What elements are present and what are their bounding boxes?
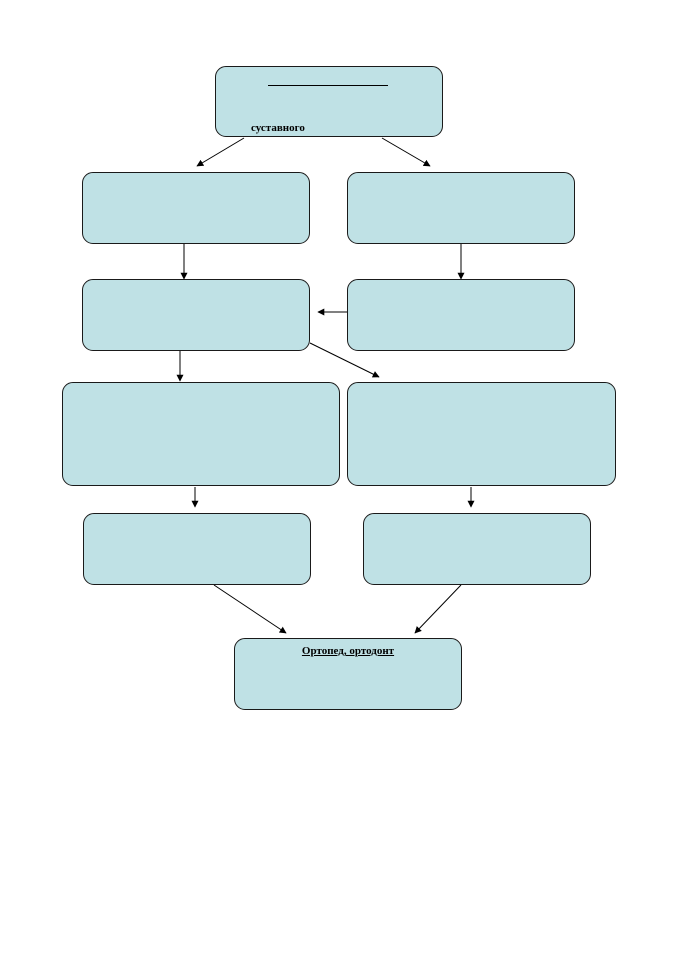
title-underline-rule [268,85,388,86]
arrow-top-to-level1-right [381,137,431,167]
node-level1-left [82,172,310,244]
node-top: суставного [215,66,443,137]
node-top-label: суставного [251,122,305,134]
arrow-level4-right-to-bottom [414,584,462,634]
node-level4-right [363,513,591,585]
arrow-level4-left-to-bottom [213,584,287,634]
node-level2-right [347,279,575,351]
node-level3-right [347,382,616,486]
arrow-top-to-level1-left [196,137,245,167]
node-bottom: Ортопед, ортодонт [234,638,462,710]
node-level2-left [82,279,310,351]
arrow-level2-left-to-level3-right [309,342,380,378]
node-bottom-label: Ортопед, ортодонт [301,645,395,657]
node-level4-left [83,513,311,585]
node-level3-left [62,382,340,486]
node-level1-right [347,172,575,244]
